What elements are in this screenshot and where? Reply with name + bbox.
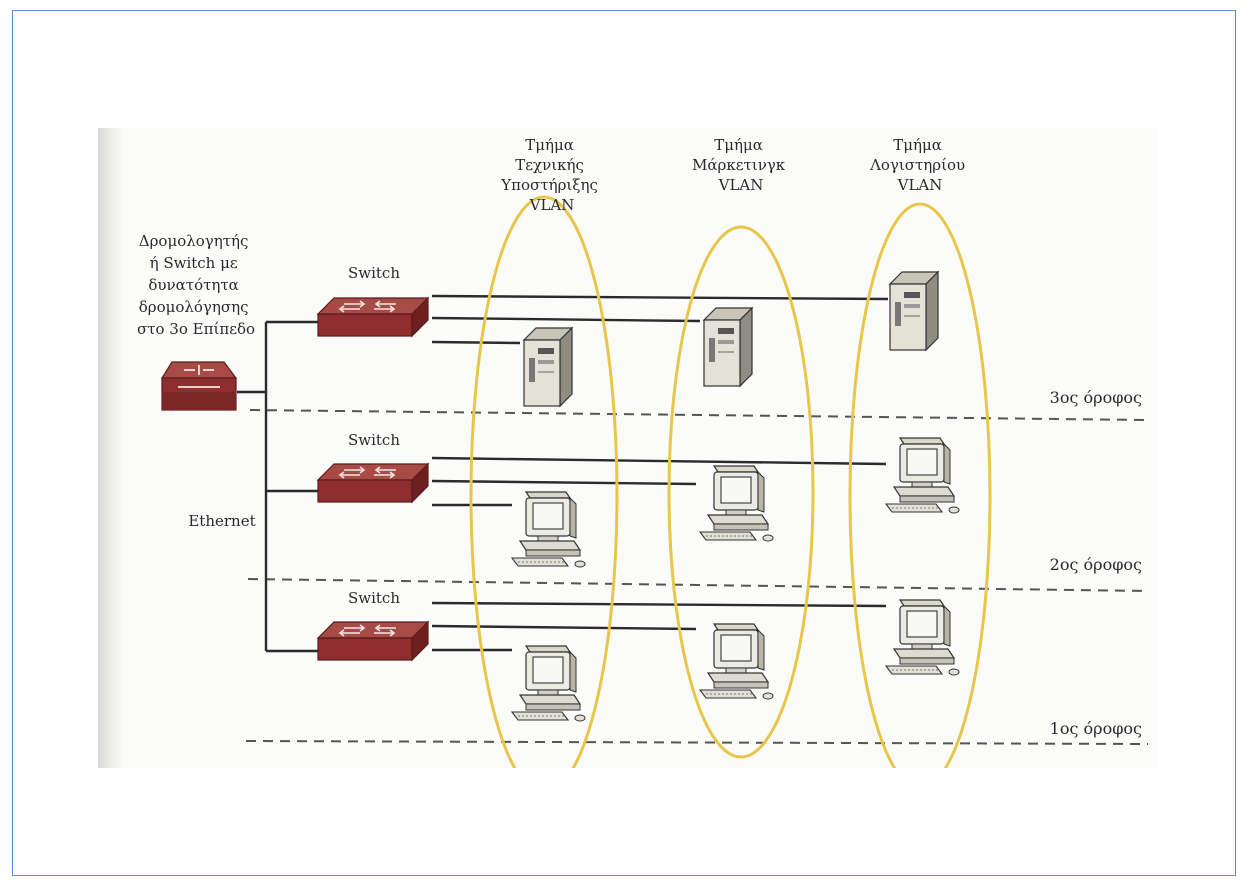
- floor-3-label: 3ος όροφος: [1050, 388, 1142, 407]
- server-tech-support-icon: [523, 327, 573, 407]
- ethernet-label: Ethernet: [188, 512, 255, 530]
- figure-frame: [12, 10, 1236, 876]
- switch-floor-1-label: Switch: [348, 589, 400, 607]
- floor-line-2: [247, 578, 1149, 592]
- switch-floor-2-icon: [317, 463, 429, 503]
- layer3-router-icon: [160, 361, 238, 411]
- scan-shadow: [98, 128, 124, 768]
- floor-separators: [245, 409, 1149, 745]
- vlan-marketing-ellipse: [667, 225, 815, 759]
- router-label: Δρομολογητής ή Switch με δυνατότητα δρομ…: [137, 232, 255, 338]
- vlan-tech-support-label: Τμήμα Τεχνικής Υποστήριξης VLAN: [500, 136, 602, 214]
- network-cables: [431, 294, 889, 652]
- vlan-marketing-label: Τμήμα Μάρκετινγκ VLAN: [692, 136, 790, 194]
- pc-accounting-floor1-icon: [885, 599, 960, 676]
- floor-1-label: 1ος όροφος: [1050, 719, 1142, 738]
- switch-floor-2-label: Switch: [348, 431, 400, 449]
- pc-marketing-floor2-icon: [699, 465, 774, 542]
- server-marketing-icon: [703, 307, 753, 387]
- ethernet-backbone: [237, 320, 318, 653]
- pc-tech-support-floor2-icon: [511, 491, 586, 568]
- floor-line-3: [249, 409, 1149, 421]
- pc-marketing-floor1-icon: [699, 623, 774, 700]
- switch-floor-3-icon: [317, 297, 429, 337]
- switch-floor-1-icon: [317, 621, 429, 661]
- vlan-accounting-label: Τμήμα Λογιστηρίου VLAN: [869, 136, 970, 194]
- floor-line-1: [245, 740, 1149, 745]
- floor-2-label: 2ος όροφος: [1050, 555, 1142, 574]
- pc-accounting-floor2-icon: [885, 437, 960, 514]
- pc-tech-support-floor1-icon: [511, 645, 586, 722]
- server-accounting-icon: [889, 271, 939, 351]
- switch-floor-3-label: Switch: [348, 264, 400, 282]
- diagram-background: [98, 128, 1158, 768]
